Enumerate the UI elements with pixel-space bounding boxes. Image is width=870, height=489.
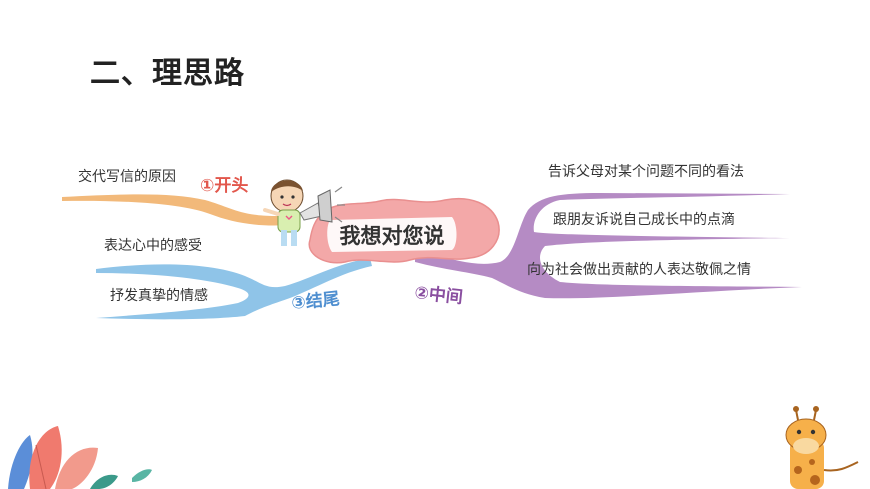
- opening-head: ①开头: [200, 176, 248, 196]
- ending-item-1: 表达心中的感受: [104, 237, 202, 254]
- middle-item-2: 跟朋友诉说自己成长中的点滴: [553, 211, 735, 228]
- child-megaphone-illustration: [263, 179, 345, 246]
- middle-head: ②中间: [413, 282, 463, 308]
- ending-item-2: 抒发真挚的情感: [110, 287, 208, 304]
- opening-branch-line: [62, 194, 300, 226]
- middle-item-1: 告诉父母对某个问题不同的看法: [548, 164, 744, 180]
- giraffe-illustration: [785, 406, 859, 489]
- ending-head: ③结尾: [290, 288, 340, 314]
- page-title: 二、理思路: [90, 56, 245, 91]
- center-label-box: [327, 217, 457, 252]
- opening-item-1: 交代写信的原因: [78, 168, 176, 185]
- center-label: 我想对您说: [340, 224, 445, 248]
- ending-branch-line: [96, 258, 372, 320]
- leaf-decoration: [8, 426, 152, 489]
- middle-branch-line: [415, 193, 802, 299]
- middle-item-3: 向为社会做出贡献的人表达敬佩之情: [527, 262, 751, 278]
